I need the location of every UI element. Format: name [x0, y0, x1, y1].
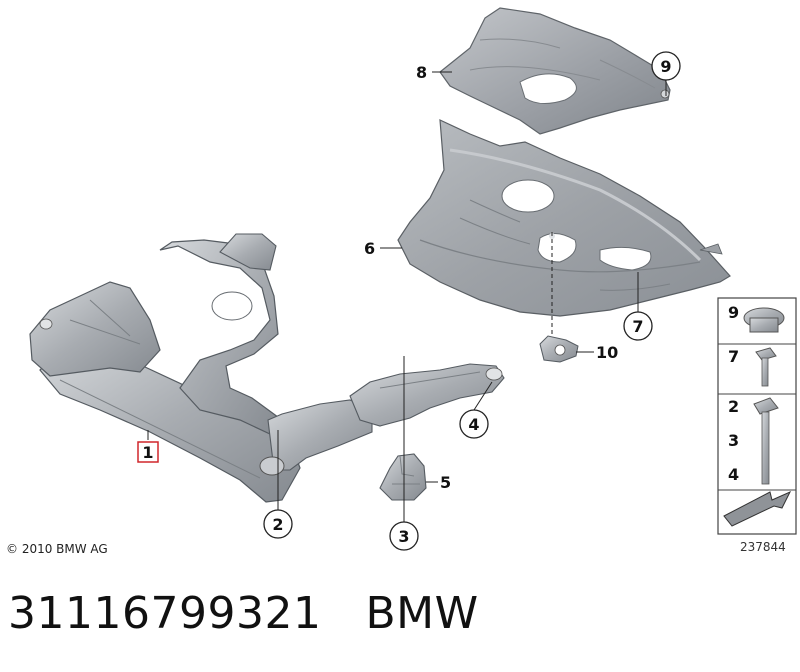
callout-1: 1 — [142, 443, 153, 462]
callout-8: 8 — [416, 63, 427, 82]
callout-9-circle: 9 — [651, 51, 681, 81]
brand: BMW — [365, 588, 479, 639]
part-10-bracket — [539, 335, 579, 363]
legend-4: 4 — [728, 465, 739, 484]
part-8-shield — [439, 7, 671, 135]
caption: 31116799321 BMW — [8, 588, 523, 639]
fastener-legend: 9 7 2 3 4 — [717, 297, 797, 535]
callout-1-highlight: 1 — [137, 441, 159, 463]
callout-10: 10 — [596, 343, 618, 362]
callout-6: 6 — [364, 239, 375, 258]
direction-arrow-icon — [723, 490, 792, 527]
legend-7: 7 — [728, 347, 739, 366]
part-number: 31116799321 — [8, 588, 322, 639]
clip-icon — [743, 307, 785, 333]
short-bolt-icon — [755, 347, 777, 387]
callout-2-circle: 2 — [263, 509, 293, 539]
part-6-underbody-plate — [397, 119, 731, 317]
callout-2: 2 — [272, 515, 283, 534]
legend-3: 3 — [728, 431, 739, 450]
callout-3-circle: 3 — [389, 521, 419, 551]
callout-3: 3 — [398, 527, 409, 546]
legend-2: 2 — [728, 397, 739, 416]
callout-4: 4 — [468, 415, 479, 434]
callout-7: 7 — [632, 317, 643, 336]
part-4-arm — [349, 363, 505, 427]
callout-5: 5 — [440, 473, 451, 492]
diagram-id: 237844 — [740, 540, 786, 554]
part-1-subframe — [29, 233, 373, 503]
callout-7-circle: 7 — [623, 311, 653, 341]
callout-4-circle: 4 — [459, 409, 489, 439]
leader-lines — [147, 71, 667, 522]
legend-9: 9 — [728, 303, 739, 322]
copyright-notice: © 2010 BMW AG — [6, 542, 108, 556]
callout-9: 9 — [660, 57, 671, 76]
long-bolt-icon — [753, 397, 779, 485]
part-5-mount — [379, 453, 427, 501]
